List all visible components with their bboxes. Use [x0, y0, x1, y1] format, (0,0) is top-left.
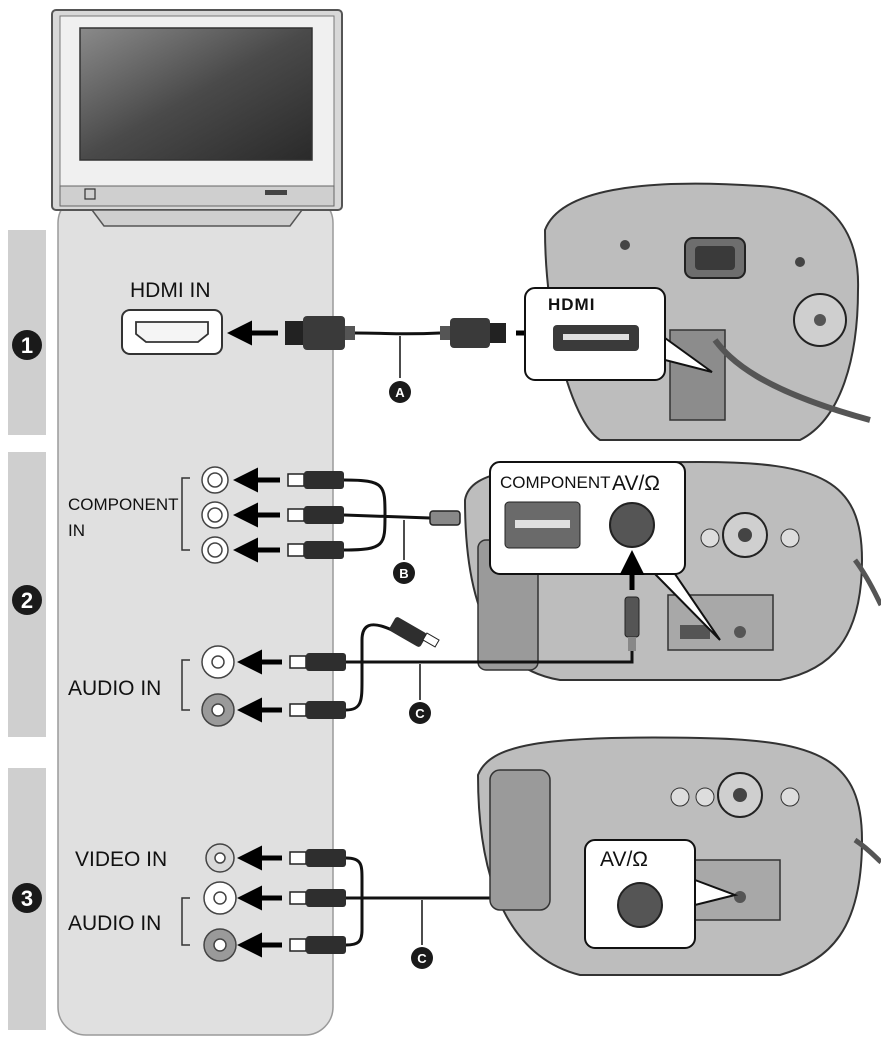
hdmi-in-port [121, 309, 223, 355]
cable-letter-c: C [409, 702, 431, 724]
component-jack-bottom [201, 536, 229, 564]
step-badge-3: 3 [12, 883, 42, 913]
hdmi-in-label: HDMI IN [130, 279, 211, 302]
video-plug-unused [389, 617, 440, 648]
video-jack-yellow [205, 843, 235, 873]
av-jack-2 [617, 882, 663, 928]
step-number-2: 2 [21, 588, 33, 613]
cable-a [354, 331, 441, 336]
av-callout-step3: AV/Ω [584, 839, 739, 949]
svg-text:B: B [399, 566, 408, 581]
tv-illustration [51, 9, 343, 227]
component-jack-middle [201, 501, 229, 529]
step-badge-2: 2 [12, 585, 42, 615]
av-jack [609, 502, 655, 548]
audio-in-label: AUDIO IN [68, 677, 161, 700]
component-label: COMPONENT [500, 473, 611, 492]
av-plug-vertical [624, 596, 640, 651]
component-jack-top [201, 466, 229, 494]
svg-text:C: C [417, 951, 427, 966]
component-in-label-2: IN [68, 521, 85, 540]
tv-stand [90, 209, 304, 227]
cable-c-step3 [345, 856, 505, 947]
hdmi-plug-camera-side [440, 318, 506, 348]
av-headphone-label: AV/Ω [612, 472, 660, 495]
cable-letter-a: A [389, 381, 411, 403]
component-in-label-1: COMPONENT [68, 495, 179, 514]
tv-power-icon [84, 188, 96, 200]
component-plugs [287, 471, 344, 559]
hdmi-plug-tv-side [285, 316, 355, 350]
component-av-callout: COMPONENT AV/Ω [489, 461, 721, 641]
step-number-1: 1 [21, 333, 33, 358]
cable-letter-c-2: C [411, 947, 433, 969]
step-badge-1: 1 [12, 330, 42, 360]
audio-plugs [289, 653, 346, 719]
component-plug-camera [429, 510, 461, 526]
audio-jack-white [201, 645, 235, 679]
step-number-3: 3 [21, 886, 33, 911]
av-headphone-label-2: AV/Ω [600, 848, 648, 871]
cable-letter-b: B [393, 562, 415, 584]
av-plugs-step3 [289, 849, 346, 954]
hdmi-logo-label: HDMI [548, 295, 595, 314]
audio-jack-red-2 [203, 928, 237, 962]
audio-in-label-2: AUDIO IN [68, 912, 161, 935]
svg-text:A: A [395, 385, 405, 400]
audio-jack-white-2 [203, 881, 237, 915]
audio-jack-red [201, 693, 235, 727]
cable-c-step2 [345, 623, 634, 712]
cable-b [343, 478, 431, 552]
hdmi-callout: HDMI [524, 287, 713, 381]
tv-screen [79, 27, 313, 161]
video-in-label: VIDEO IN [75, 848, 167, 871]
svg-text:C: C [415, 706, 425, 721]
